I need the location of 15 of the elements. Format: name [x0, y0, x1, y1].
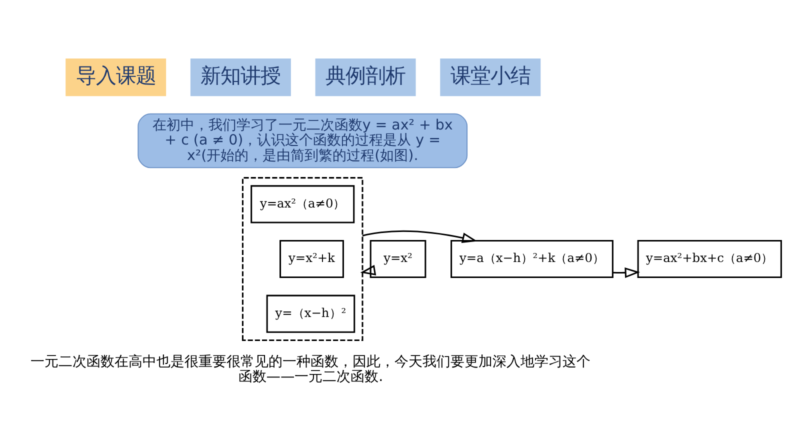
- arrow: [360, 264, 376, 275]
- node-box: 典例剖析: [315, 58, 416, 96]
- node-box: 在初中，我们学习了一元二次函数y = ax² + bx + c (a ≠ 0)，认识这个函数的过程是从 y = x²(开始的，是由简到繁的过程(如图).: [138, 112, 468, 168]
- arrow: [612, 266, 640, 278]
- arrow: [362, 230, 478, 243]
- node-box: 课堂小结: [440, 58, 541, 96]
- node-box: y=ax²+bx+c（a≠0）: [637, 239, 782, 278]
- node-box: y=（x−h）²: [266, 294, 356, 332]
- cluster: [242, 176, 364, 340]
- node-box: y=x²+k: [280, 239, 344, 278]
- node-box: 导入课题: [66, 58, 166, 96]
- node-box: y=a（x−h）²+k（a≠0）: [450, 239, 614, 278]
- node-box: y=ax²（a≠0）: [250, 184, 355, 223]
- label: 一元二次函数在高中也是很重要很常见的一种函数，因此，今天我们要更加深入地学习这个函数——一元二次函数.: [30, 353, 591, 385]
- node-box: 新知讲授: [190, 58, 291, 96]
